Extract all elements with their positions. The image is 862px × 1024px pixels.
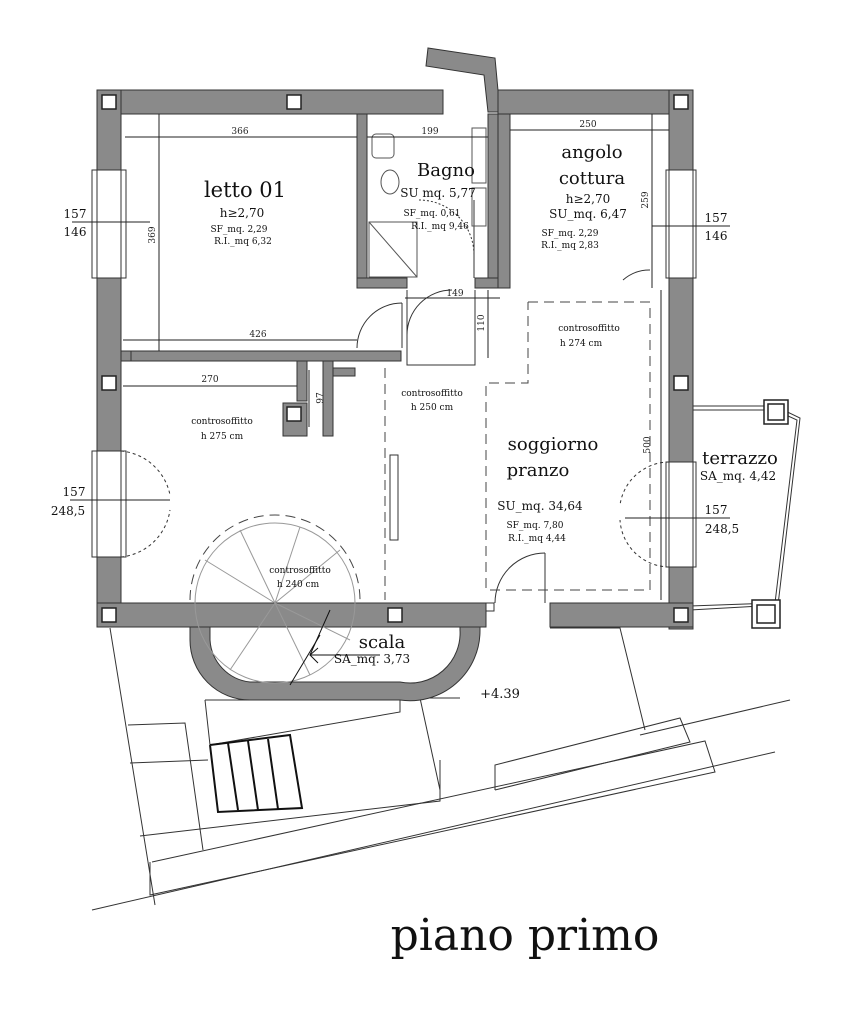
angolo-height: h≥2,70 (566, 192, 611, 206)
window-2-width: 157 (705, 211, 728, 225)
angolo-ri: R.I._mq 2,83 (541, 241, 599, 251)
letto-height: h≥2,70 (220, 206, 265, 220)
dim-250: 250 (579, 120, 596, 130)
window-4-height: 248,5 (705, 522, 739, 536)
window-3-height: 248,5 (51, 504, 85, 518)
ceiling-2-label: controsoffitto (401, 389, 463, 399)
ceiling-4-height: h 240 cm (277, 580, 320, 590)
dim-199: 199 (421, 127, 438, 137)
angolo-su: SU_mq. 6,47 (549, 207, 627, 221)
letto-name: letto 01 (204, 178, 286, 202)
dim-426: 426 (249, 330, 266, 340)
ceiling-3-height: h 275 cm (201, 432, 244, 442)
window-1-height: 146 (64, 225, 87, 239)
terrazzo-name: terrazzo (702, 448, 778, 469)
dim-259: 259 (641, 191, 651, 208)
column-element (389, 454, 399, 541)
window-3-width: 157 (63, 485, 86, 499)
dimension-lines (70, 114, 730, 600)
soggiorno-name-1: soggiorno (508, 434, 599, 455)
spiral-stair (194, 522, 356, 684)
ceiling-4-label: controsoffitto (269, 566, 331, 576)
dim-500: 500 (643, 436, 653, 453)
angolo-name-2: cottura (559, 168, 626, 189)
dim-149: 149 (446, 289, 463, 299)
soggiorno-name-2: pranzo (507, 460, 570, 481)
level-marker: +4.39 (480, 687, 520, 702)
windows (91, 169, 697, 568)
pillars (101, 94, 789, 629)
terrazzo-sa: SA_mq. 4,42 (700, 469, 776, 483)
window-2-height: 146 (705, 229, 728, 243)
bagno-ri: R.I._mq 9,46 (411, 222, 469, 232)
letto-sf: SF_mq. 2,29 (211, 225, 268, 235)
dim-97: 97 (316, 392, 326, 404)
dim-369: 369 (148, 226, 158, 243)
ceiling-1-height: h 274 cm (560, 339, 603, 349)
external-steps (209, 733, 304, 814)
terrazzo (689, 405, 801, 611)
soggiorno-ri: R.I._mq 4,44 (508, 534, 566, 544)
stair-arrow (289, 609, 380, 686)
drawing-title: piano primo (391, 910, 660, 961)
soggiorno-su: SU_mq. 34,64 (497, 499, 583, 513)
bagno-sf: SF_mq. 0,61 (404, 209, 461, 219)
ceiling-2-height: h 250 cm (411, 403, 454, 413)
ceiling-1-label: controsoffitto (558, 324, 620, 334)
ceiling-3-label: controsoffitto (191, 417, 253, 427)
scala-name: scala (359, 632, 406, 653)
doors (120, 199, 670, 612)
window-1-width: 157 (64, 207, 87, 221)
ceiling-outlines (189, 301, 651, 601)
site-lines (91, 627, 791, 911)
bagno-su: SU mq. 5,77 (400, 186, 476, 200)
bathroom-fixtures (368, 127, 487, 278)
scala-sa: SA_mq. 3,73 (334, 652, 410, 666)
letto-ri: R.I._mq 6,32 (214, 237, 272, 247)
angolo-sf: SF_mq. 2,29 (542, 229, 599, 239)
angolo-name-1: angolo (561, 142, 622, 163)
soggiorno-sf: SF_mq. 7,80 (507, 521, 564, 531)
dim-270: 270 (201, 375, 218, 385)
window-4-width: 157 (705, 503, 728, 517)
dim-366: 366 (231, 127, 248, 137)
dim-110: 110 (477, 314, 487, 331)
bagno-name: Bagno (417, 160, 475, 181)
